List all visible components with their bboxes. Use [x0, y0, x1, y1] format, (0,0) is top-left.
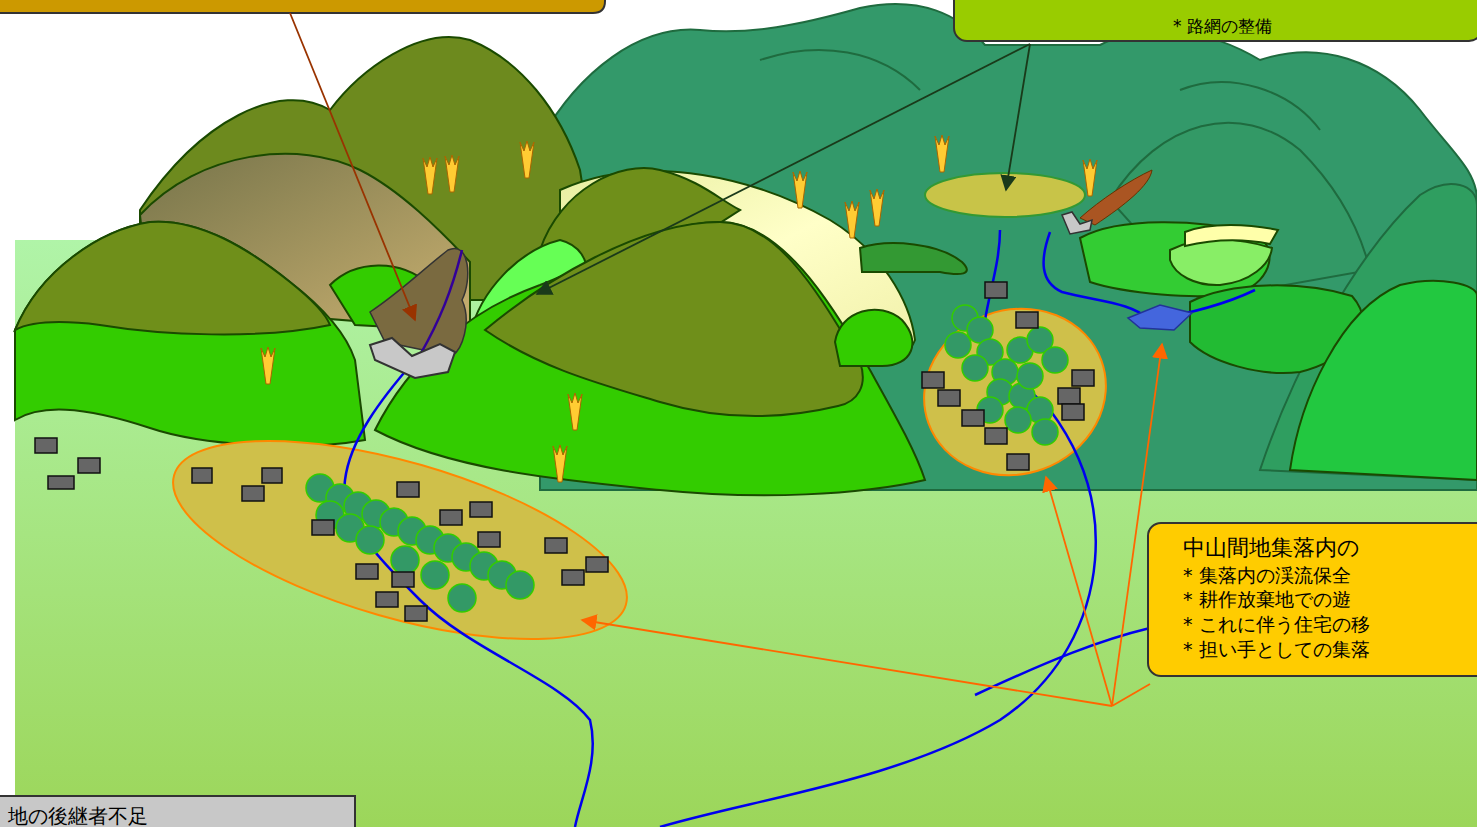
houses-part — [470, 502, 492, 517]
callout-item: * 担い手としての集落 — [1183, 637, 1471, 662]
houses-part — [35, 438, 57, 453]
houses-part — [192, 468, 212, 483]
houses-part — [478, 532, 500, 547]
houses-part — [985, 282, 1007, 298]
houses-part — [376, 592, 398, 607]
houses-part — [242, 486, 264, 501]
village-trees-part — [421, 561, 449, 589]
dams-and-pond — [370, 212, 1192, 378]
callout-box: * 路網の整備 — [953, 0, 1477, 42]
rivers-part — [420, 250, 462, 355]
houses-part — [938, 390, 960, 406]
front-mountains-part — [860, 243, 967, 274]
cone-trees-part — [793, 171, 807, 208]
houses-part — [405, 606, 427, 621]
cone-trees-part — [935, 135, 949, 172]
callout-heading: * 路網の整備 — [1173, 16, 1471, 36]
leader-arrows-part — [582, 620, 1112, 706]
leader-arrows-part — [1046, 477, 1112, 706]
callout-heading: 地の後継者不足 — [8, 805, 348, 827]
houses-part — [392, 572, 414, 587]
leader-arrows-part — [537, 44, 1030, 294]
cone-trees-part — [261, 347, 275, 384]
rivers-part — [975, 628, 1150, 695]
callout-box: 地の後継者不足 — [0, 795, 356, 827]
leader-arrows-part — [290, 13, 415, 320]
cut-slope — [370, 170, 1152, 356]
cone-trees-part — [553, 445, 567, 482]
top-left-callout-part — [0, 0, 605, 13]
village-areas-part — [901, 283, 1130, 500]
village-trees-part — [962, 355, 988, 381]
houses-part — [1062, 404, 1084, 420]
rivers-part — [660, 230, 1096, 827]
callout-item: * これに伴う住宅の移 — [1183, 612, 1471, 637]
houses-part — [397, 482, 419, 497]
callout-item: * 耕作放棄地での遊 — [1183, 587, 1471, 612]
houses-part — [586, 557, 608, 572]
cone-trees-part — [845, 201, 859, 238]
houses-part — [562, 570, 584, 585]
front-mountains-part — [375, 222, 925, 495]
village-trees — [306, 305, 1068, 612]
village-trees-part — [945, 332, 971, 358]
dams-and-pond-part — [1062, 212, 1092, 234]
front-mountains-part — [485, 222, 863, 416]
village-trees-part — [1005, 407, 1031, 433]
houses-part — [545, 538, 567, 553]
village-trees-part — [448, 584, 476, 612]
leader-arrows-part — [1006, 44, 1030, 190]
leader-arrows-part — [1112, 684, 1150, 706]
top-left-callout — [0, 0, 605, 13]
houses-part — [312, 520, 334, 535]
houses-part — [1058, 388, 1080, 404]
houses-part — [262, 468, 282, 483]
houses-part — [78, 458, 100, 473]
callout-heading: 中山間地集落内の — [1183, 534, 1471, 563]
valley-plateau-part — [925, 173, 1085, 217]
village-trees-part — [391, 546, 419, 574]
houses-part — [962, 410, 984, 426]
village-trees-part — [356, 526, 384, 554]
houses-part — [922, 372, 944, 388]
valley-plateau — [925, 173, 1085, 217]
cone-trees-part — [870, 189, 884, 226]
rivers — [345, 230, 1255, 827]
front-mountains-part — [835, 310, 912, 366]
cone-trees-part — [445, 155, 459, 192]
front-mountains-part — [1290, 281, 1477, 480]
cone-trees-part — [520, 141, 534, 178]
callout-item: * 集落内の渓流保全 — [1183, 563, 1471, 588]
village-trees-part — [1017, 363, 1043, 389]
back-mountains-part — [1180, 82, 1320, 130]
village-areas-part — [153, 400, 648, 680]
village-trees-part — [506, 571, 534, 599]
dams-and-pond-part — [1128, 305, 1192, 330]
callout-box: 中山間地集落内の* 集落内の渓流保全* 耕作放棄地での遊* これに伴う住宅の移*… — [1147, 522, 1477, 677]
houses-part — [1072, 370, 1094, 386]
front-mountains-part — [1185, 225, 1278, 246]
front-mountains-part — [15, 222, 365, 446]
rivers-part — [345, 360, 593, 827]
leader-arrows — [290, 13, 1162, 706]
back-mountains-part — [760, 50, 920, 90]
houses-part — [440, 510, 462, 525]
village-trees-part — [1042, 347, 1068, 373]
houses-part — [1007, 454, 1029, 470]
houses-part — [985, 428, 1007, 444]
village-trees-part — [1032, 419, 1058, 445]
dams-and-pond-part — [370, 338, 455, 378]
front-mountains-part — [15, 222, 330, 335]
houses-part — [1016, 312, 1038, 328]
houses — [35, 282, 1094, 621]
houses-part — [356, 564, 378, 579]
cone-trees-part — [1083, 159, 1097, 196]
cone-trees-part — [568, 393, 582, 430]
village-areas — [153, 283, 1130, 679]
cone-trees-part — [423, 157, 437, 194]
rivers-part — [1044, 232, 1255, 320]
houses-part — [48, 476, 74, 489]
